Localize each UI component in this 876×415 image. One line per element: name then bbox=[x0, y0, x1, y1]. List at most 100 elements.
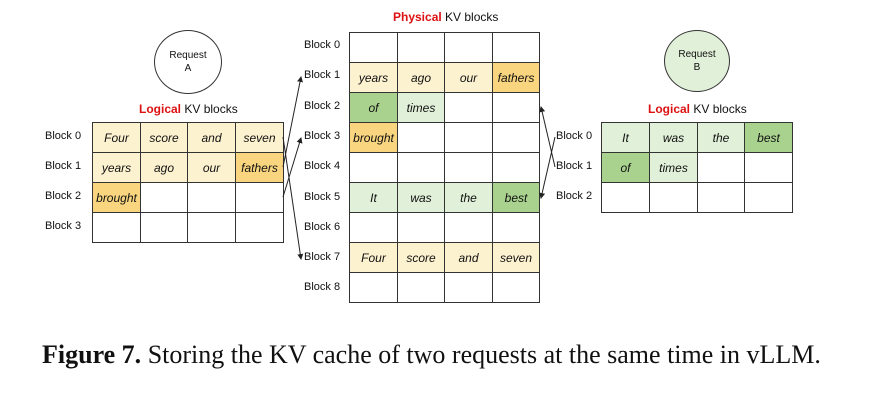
arrow-a1-to-phys1 bbox=[282, 76, 303, 168]
physical-token-cell bbox=[445, 273, 493, 303]
physical-token-cell bbox=[445, 33, 493, 63]
physical-row-label: Block 1 bbox=[304, 69, 341, 82]
physical-row-label: Block 0 bbox=[304, 39, 341, 51]
request-b-token-cell: was bbox=[650, 123, 698, 153]
physical-row-label: Block 2 bbox=[304, 99, 341, 112]
request-b-token-cell bbox=[650, 183, 698, 213]
request-b-token-cell bbox=[698, 153, 745, 183]
request-a-token-cell bbox=[188, 183, 236, 213]
physical-token-cell bbox=[350, 33, 398, 63]
physical-title-rest: KV blocks bbox=[441, 10, 499, 24]
physical-token-cell bbox=[493, 153, 540, 183]
figure-caption-text: Storing the KV cache of two requests at … bbox=[141, 340, 821, 369]
request-b-token-cell bbox=[745, 183, 793, 213]
physical-token-cell: best bbox=[493, 183, 540, 213]
physical-token-cell bbox=[493, 273, 540, 303]
physical-row-label: Block 4 bbox=[304, 160, 341, 173]
request-a-node: Request A bbox=[154, 30, 222, 94]
physical-token-cell: times bbox=[398, 93, 445, 123]
physical-token-cell bbox=[350, 153, 398, 183]
request-a-title-highlight: Logical bbox=[139, 102, 182, 116]
request-a-token-cell: years bbox=[93, 153, 141, 183]
physical-token-cell bbox=[493, 33, 540, 63]
arrow-b0-to-phys5 bbox=[539, 136, 556, 199]
request-b-title: Logical KV blocks bbox=[648, 102, 747, 116]
request-b-token-cell: times bbox=[650, 153, 698, 183]
request-a-line1: Request bbox=[169, 50, 207, 61]
request-a-token-cell bbox=[141, 213, 188, 243]
request-b-title-rest: KV blocks bbox=[690, 102, 747, 116]
physical-row-label: Block 7 bbox=[304, 251, 341, 264]
physical-token-cell: It bbox=[350, 183, 398, 213]
physical-token-cell: brought bbox=[350, 123, 398, 153]
request-a-token-cell: ago bbox=[141, 153, 188, 183]
request-a-token-cell: fathers bbox=[236, 153, 284, 183]
physical-token-cell: of bbox=[350, 93, 398, 123]
physical-title: Physical KV blocks bbox=[393, 10, 498, 24]
physical-token-cell: score bbox=[398, 243, 445, 273]
physical-token-cell: our bbox=[445, 63, 493, 93]
request-b-token-cell: the bbox=[698, 123, 745, 153]
request-a-token-cell bbox=[236, 183, 284, 213]
physical-row-label: Block 6 bbox=[304, 220, 341, 233]
request-a-title: Logical KV blocks bbox=[139, 102, 238, 116]
physical-row-label: Block 5 bbox=[304, 190, 341, 203]
request-b-token-cell: of bbox=[602, 153, 650, 183]
request-a-token-cell bbox=[141, 183, 188, 213]
physical-row-label: Block 3 bbox=[304, 129, 341, 142]
request-a-row-label: Block 2 bbox=[45, 190, 82, 202]
physical-token-cell bbox=[398, 273, 445, 303]
physical-token-cell: years bbox=[350, 63, 398, 93]
request-b-line1: Request bbox=[678, 49, 716, 60]
request-a-row-label: Block 3 bbox=[45, 220, 82, 232]
figure-caption: Figure 7. Storing the KV cache of two re… bbox=[42, 338, 842, 371]
request-a-row-label: Block 1 bbox=[45, 160, 82, 172]
request-a-token-cell: and bbox=[188, 123, 236, 153]
request-a-row-label: Block 0 bbox=[45, 130, 82, 142]
physical-token-cell: seven bbox=[493, 243, 540, 273]
physical-token-cell: was bbox=[398, 183, 445, 213]
request-b-node: Request B bbox=[664, 30, 730, 92]
request-b-row-label: Block 2 bbox=[556, 190, 593, 202]
arrow-a0-to-phys7 bbox=[282, 136, 304, 260]
request-a-token-cell bbox=[188, 213, 236, 243]
physical-token-cell bbox=[445, 123, 493, 153]
request-b-line2: B bbox=[693, 62, 701, 73]
request-a-token-cell: seven bbox=[236, 123, 284, 153]
physical-token-cell: Four bbox=[350, 243, 398, 273]
request-b-row-label: Block 1 bbox=[556, 160, 593, 172]
request-b-token-cell: best bbox=[745, 123, 793, 153]
request-a-token-cell bbox=[236, 213, 284, 243]
request-b-token-cell bbox=[602, 183, 650, 213]
physical-token-cell bbox=[493, 213, 540, 243]
physical-token-cell: ago bbox=[398, 63, 445, 93]
request-b-token-cell: It bbox=[602, 123, 650, 153]
request-a-token-cell: brought bbox=[93, 183, 141, 213]
physical-token-cell bbox=[350, 273, 398, 303]
physical-token-cell bbox=[445, 213, 493, 243]
request-a-token-cell: score bbox=[141, 123, 188, 153]
physical-token-cell: and bbox=[445, 243, 493, 273]
physical-token-cell bbox=[398, 123, 445, 153]
physical-token-cell: fathers bbox=[493, 63, 540, 93]
physical-token-cell bbox=[445, 93, 493, 123]
request-b-row-label: Block 0 bbox=[556, 130, 593, 142]
request-a-line2: A bbox=[184, 63, 192, 74]
physical-token-cell bbox=[350, 213, 398, 243]
physical-title-highlight: Physical bbox=[393, 10, 442, 24]
request-b-token-cell bbox=[698, 183, 745, 213]
request-b-title-highlight: Logical bbox=[648, 102, 691, 116]
physical-token-cell bbox=[398, 213, 445, 243]
physical-row-label: Block 8 bbox=[304, 281, 341, 294]
arrow-a2-to-phys3 bbox=[282, 137, 303, 198]
request-b-token-cell bbox=[745, 153, 793, 183]
physical-token-cell bbox=[445, 153, 493, 183]
physical-token-cell bbox=[493, 123, 540, 153]
request-a-token-cell bbox=[93, 213, 141, 243]
request-a-title-rest: KV blocks bbox=[181, 102, 238, 116]
physical-token-cell bbox=[398, 33, 445, 63]
